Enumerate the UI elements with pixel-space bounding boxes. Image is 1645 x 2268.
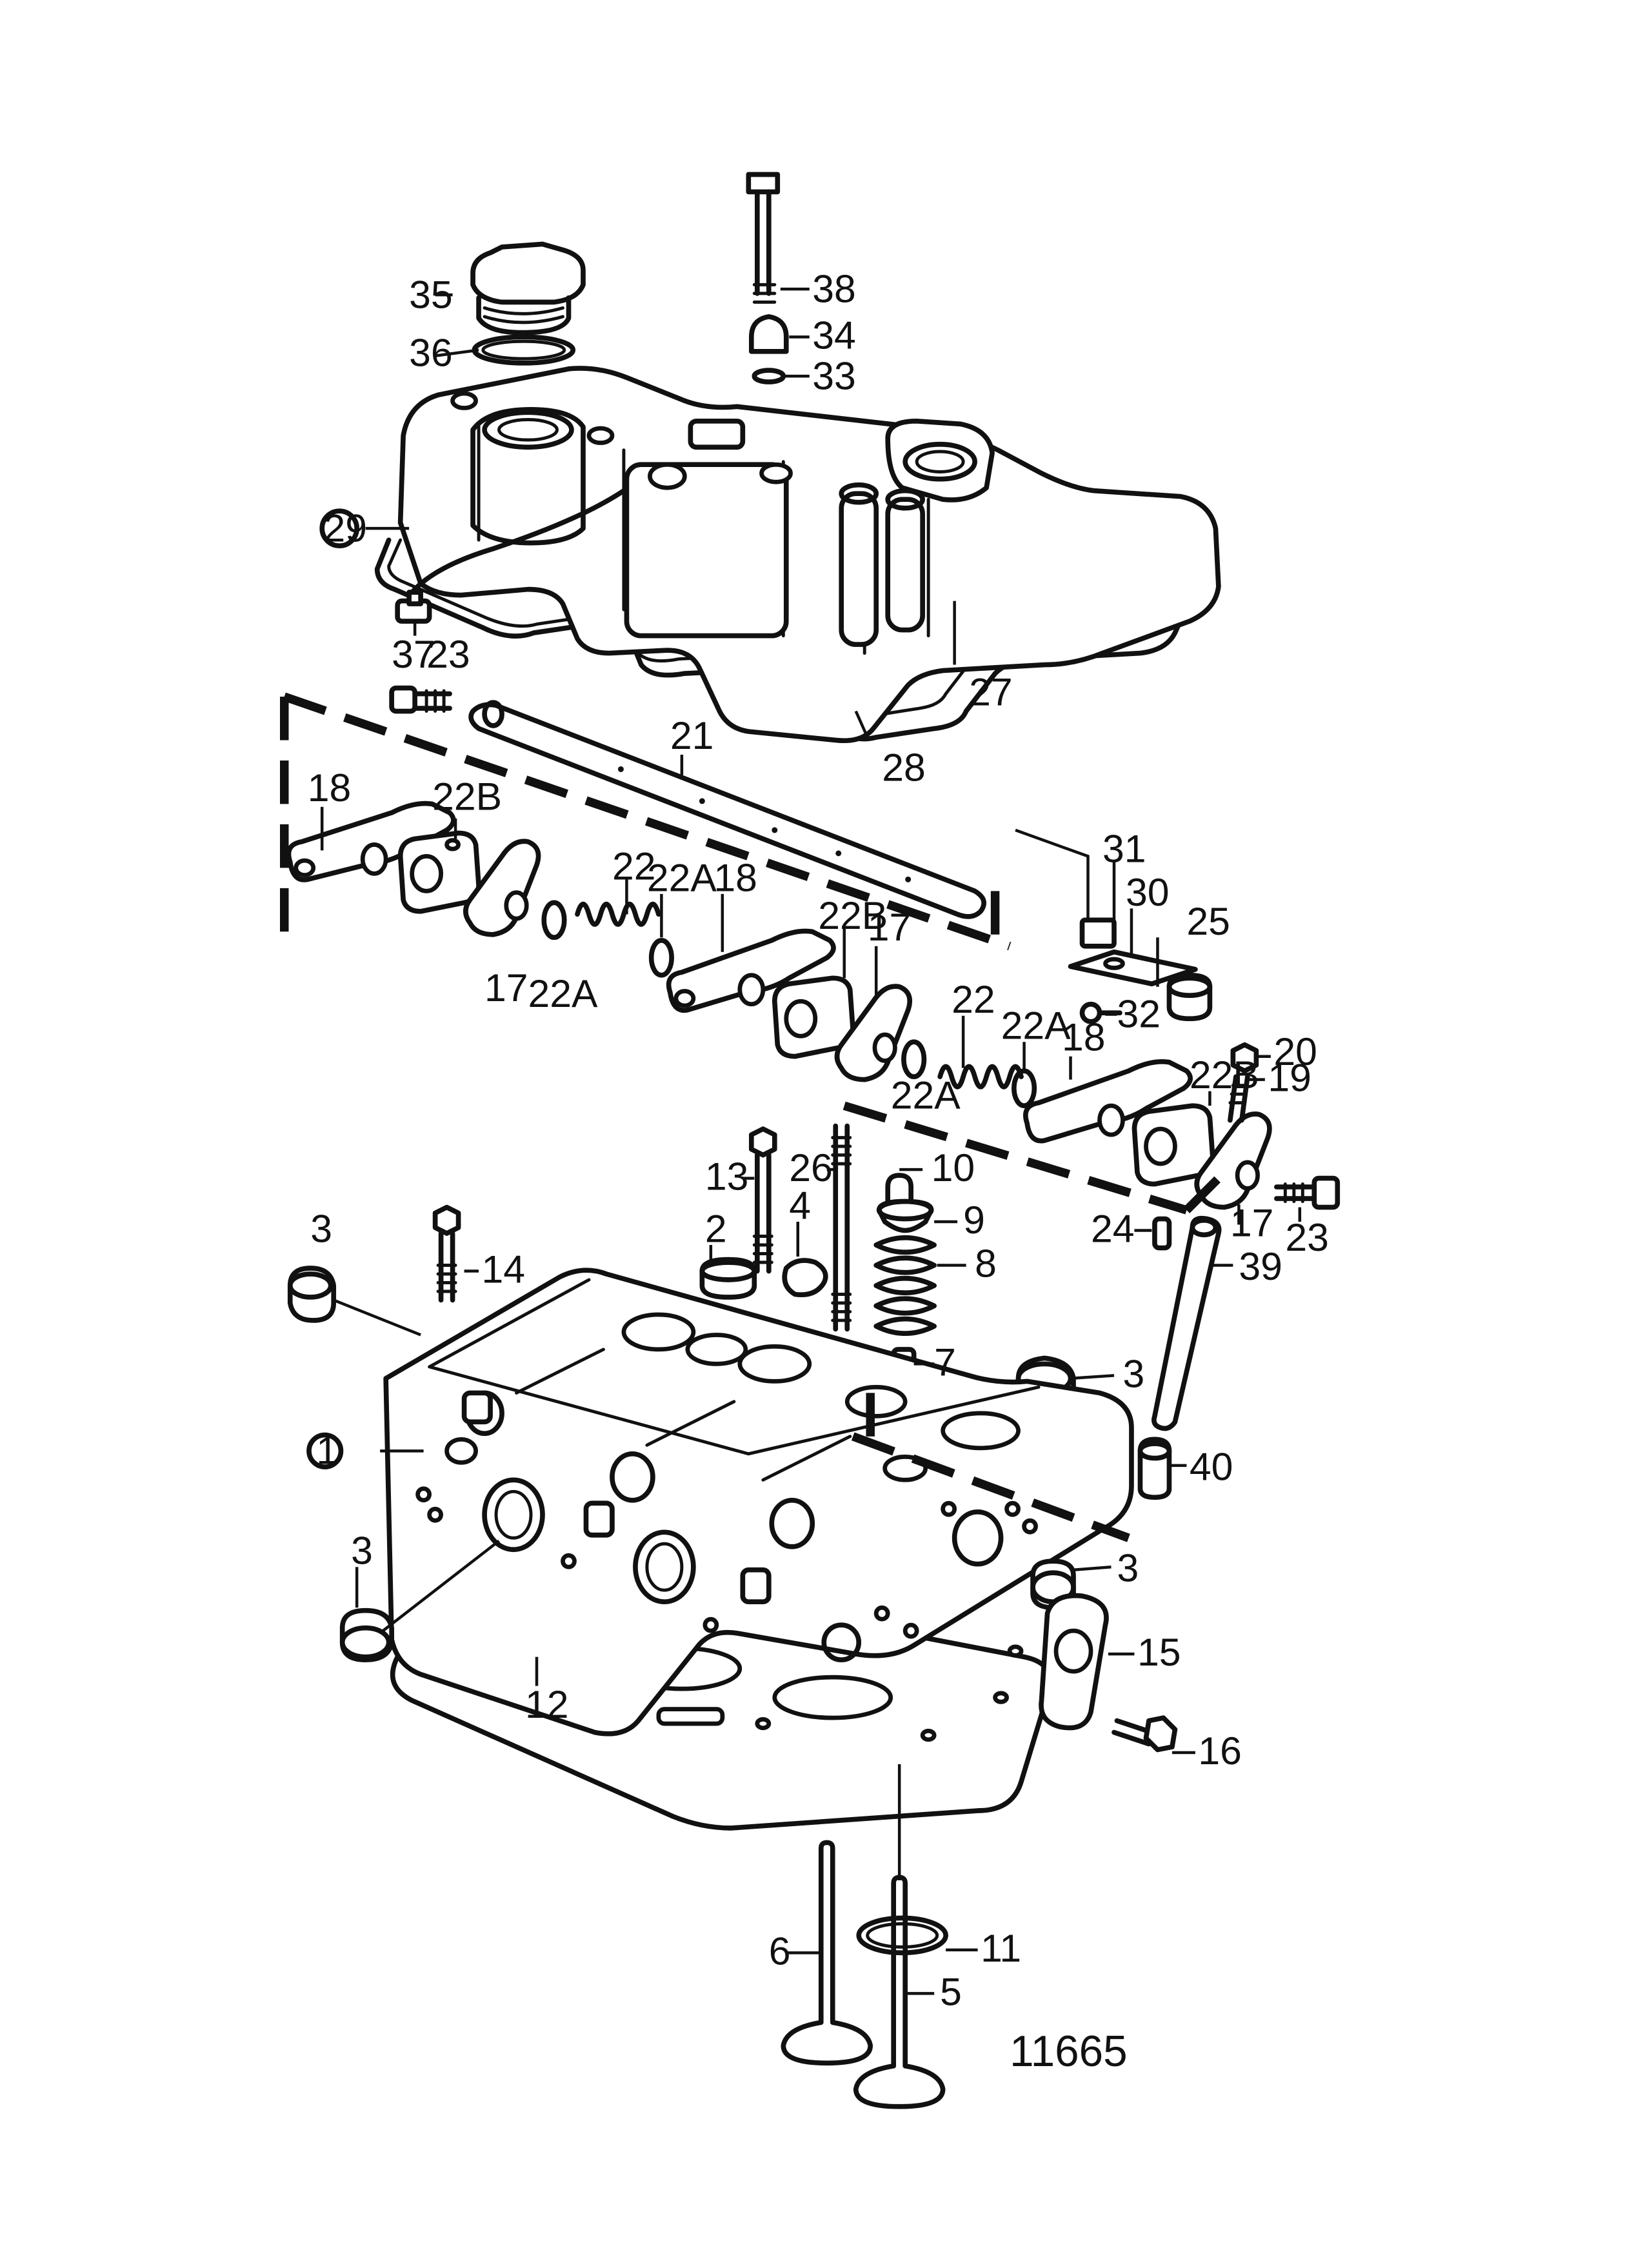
callout-35: 35 [409, 272, 453, 316]
lock-clip [1079, 917, 1117, 949]
callout-22-a: 22 [612, 844, 656, 888]
cup-plug-4 [782, 1258, 828, 1298]
callout-circle-29 [319, 508, 359, 548]
expansion-plug-left-top [287, 1266, 337, 1323]
drawing-reference-number: 11665 [1010, 2027, 1128, 2076]
callout-25: 25 [1186, 899, 1230, 943]
callout-40: 40 [1190, 1444, 1233, 1488]
callout-16: 16 [1198, 1729, 1242, 1773]
callout-22B-3: 22B [1190, 1053, 1259, 1097]
cap-nut [748, 314, 789, 354]
callout-22B-2: 22B [818, 893, 888, 937]
cover-bolt [746, 172, 781, 304]
rocker-arm-17-middle [834, 984, 913, 1082]
callout-37: 37 [392, 632, 435, 676]
callout-4: 4 [789, 1184, 811, 1228]
valve-cover [397, 366, 1221, 743]
head-bolt-13 [748, 1126, 777, 1274]
callout-24: 24 [1091, 1207, 1135, 1251]
callout-22A-3: 22A [1001, 1004, 1072, 1048]
callout-18-a: 18 [308, 766, 352, 810]
callout-22B-1: 22B [432, 774, 502, 818]
callout-39: 39 [1239, 1244, 1282, 1288]
callout-18-b: 18 [713, 855, 757, 899]
callout-27: 27 [969, 670, 1013, 714]
valve-cover-assembly [374, 172, 1221, 743]
callout-6: 6 [769, 1929, 791, 1973]
callout-3-a: 3 [310, 1207, 332, 1251]
lock-nut-20 [1230, 1042, 1259, 1074]
callout-17-c: 17 [1230, 1201, 1274, 1245]
tappet [1137, 1437, 1172, 1500]
rocker-spring-middle [937, 1064, 1024, 1089]
callout-9: 9 [963, 1198, 985, 1242]
callout-18-c: 18 [1062, 1015, 1106, 1059]
callout-33: 33 [812, 353, 856, 397]
callout-20: 20 [1273, 1030, 1317, 1073]
callout-8: 8 [975, 1241, 997, 1285]
rocker-arm-right [1023, 1059, 1193, 1144]
callout-28: 28 [882, 745, 926, 789]
callout-29: 29 [323, 506, 367, 550]
callout-22-b: 22 [952, 977, 995, 1021]
callout-12: 12 [525, 1682, 569, 1726]
callout-26: 26 [789, 1146, 833, 1189]
oil-filler-cap [470, 241, 586, 335]
callout-labels: 1 2 3 3 3 3 4 5 6 7 8 9 10 11 12 13 14 1… [306, 266, 1329, 2076]
washer-33 [752, 368, 786, 384]
callout-17-a: 17 [484, 966, 528, 1010]
valve-seat-ring [856, 1915, 948, 1956]
callout-circle-1 [306, 1432, 344, 1469]
callout-14: 14 [482, 1247, 526, 1291]
valve-spring [873, 1235, 937, 1337]
head-bolt-14 [432, 1204, 461, 1303]
bracket [1068, 949, 1198, 987]
cylinder-head-assembly [287, 1123, 1178, 2109]
exhaust-valve [781, 1840, 873, 2066]
callout-10: 10 [932, 1146, 975, 1189]
callout-23-a: 23 [426, 632, 470, 676]
dowel-pin [1152, 1216, 1172, 1251]
callout-30: 30 [1126, 870, 1170, 914]
plug-bolt-23-right [1274, 1175, 1341, 1210]
callout-19: 19 [1268, 1056, 1311, 1100]
callout-22A-1: 22A [647, 855, 717, 899]
callout-13: 13 [705, 1155, 749, 1199]
callout-38: 38 [812, 266, 856, 310]
plug-bolt-23 [389, 685, 452, 714]
rocker-arm-middle [666, 928, 836, 1013]
callout-36: 36 [409, 330, 453, 374]
expansion-plug-left-bottom [339, 1607, 394, 1662]
rocker-spring-left [575, 901, 661, 927]
callout-23-b: 23 [1285, 1215, 1329, 1259]
callout-7: 7 [934, 1340, 956, 1384]
callout-3-b: 3 [1122, 1351, 1144, 1395]
rocker-arm-left [286, 801, 456, 882]
callout-11: 11 [981, 1926, 1021, 1970]
rocker-shaft [468, 700, 986, 919]
stud-26 [831, 1123, 852, 1332]
callout-15: 15 [1137, 1630, 1181, 1674]
callout-3-c: 3 [351, 1529, 373, 1573]
callout-21: 21 [670, 713, 714, 757]
callout-22A-2: 22A [528, 971, 599, 1015]
rocker-arm-17-left [463, 839, 541, 937]
cover-screw [1112, 1715, 1178, 1753]
callout-31: 31 [1102, 826, 1146, 870]
callout-1: 1 [316, 1429, 338, 1473]
leader-lines [320, 287, 1302, 1995]
callout-17-b: 17 [868, 905, 912, 949]
rocker-arm-assembly [279, 685, 1341, 1500]
callout-2: 2 [705, 1207, 727, 1251]
callout-22A-4: 22A [891, 1073, 961, 1117]
callout-32: 32 [1117, 992, 1161, 1036]
callout-5: 5 [940, 1969, 962, 2013]
callout-34: 34 [812, 313, 856, 357]
callout-3-d: 3 [1117, 1546, 1139, 1590]
